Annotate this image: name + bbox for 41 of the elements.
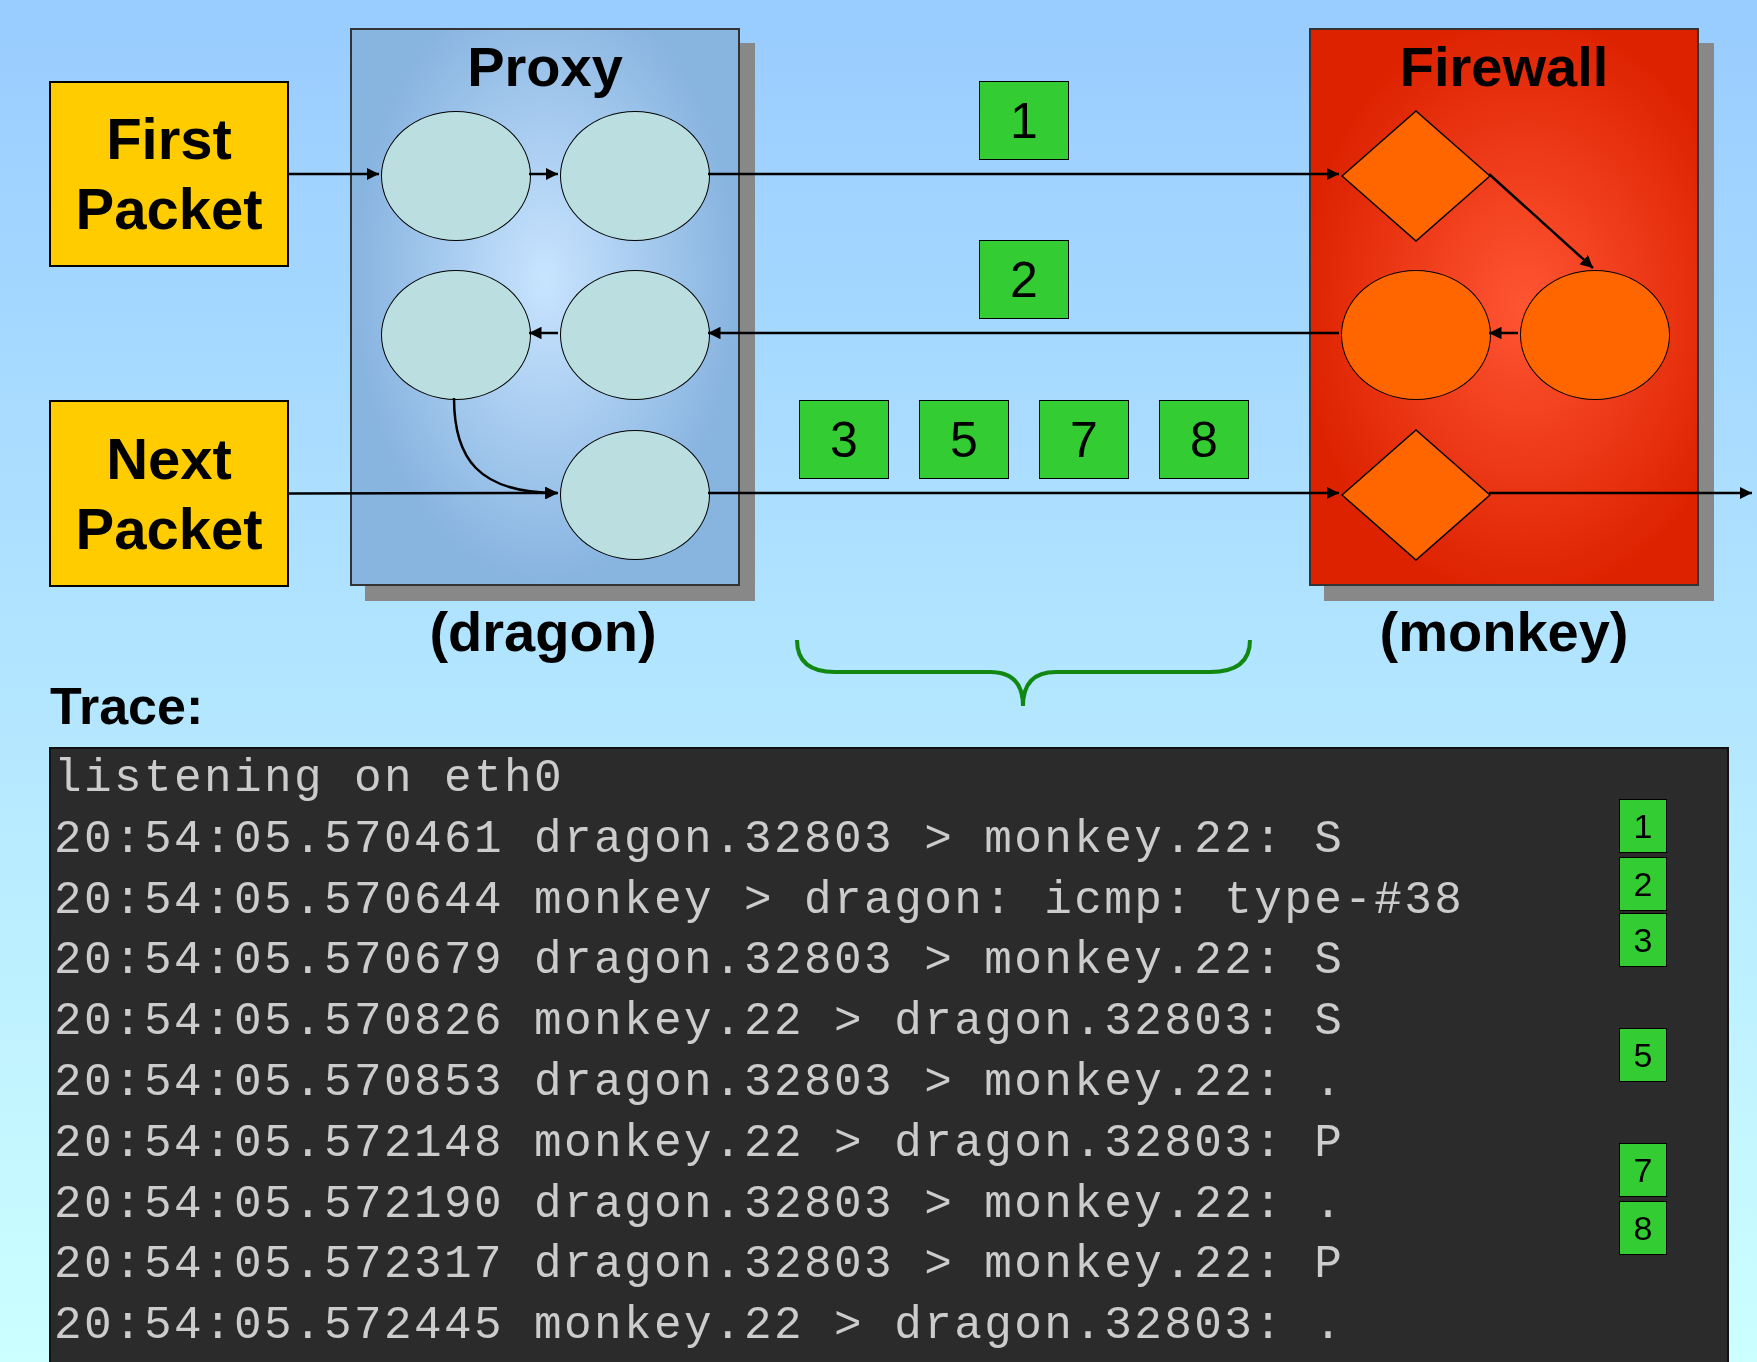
packet-number: 5 [919,400,1009,479]
trace-line: 20:54:05.570644 monkey > dragon: icmp: type-#38 [54,873,1465,929]
arrow [1489,326,1518,340]
panel-title: Firewall [1398,34,1610,99]
trace-line: listening on eth0 [54,752,565,807]
trace-line: 20:54:05.570826 monkey.22 > dragon.32803: S [54,995,1345,1051]
arrow [289,167,379,181]
host-label: (dragon) [429,598,657,664]
arrow [708,326,1339,340]
packet-number: 7 [1039,400,1129,479]
decision-diamond [1341,429,1491,561]
arrow [1488,173,1594,269]
arrow [529,326,558,340]
packet-number: 2 [979,240,1069,319]
trace-line: 20:54:05.570853 dragon.32803 > monkey.22: . [54,1056,1345,1111]
trace-line: 20:54:05.570461 dragon.32803 > monkey.22: S [54,812,1345,868]
arrow [529,167,558,181]
packet-marker: 2 [1619,857,1667,911]
packet-box: Next Packet [49,400,289,587]
packet-box: First Packet [49,81,289,267]
packet-marker: 5 [1619,1028,1667,1082]
trace-line: 20:54:05.572148 monkey.22 > dragon.32803: P [54,1116,1345,1172]
arrow [289,486,558,500]
arrow [708,167,1339,181]
packet-number: 1 [979,81,1069,160]
arrow [708,486,1339,500]
arrow [1489,486,1752,500]
packet-marker: 1 [1619,799,1667,853]
panel-title: Proxy [466,34,624,99]
section-heading: Trace: [50,676,204,736]
packet-marker: 3 [1619,913,1667,967]
packet-number: 3 [799,400,889,479]
trace-line: 20:54:05.572445 monkey.22 > dragon.32803: . [54,1299,1345,1355]
trace-line: 20:54:05.572190 dragon.32803 > monkey.22: . [54,1177,1345,1233]
trace-line: 20:54:05.572317 dragon.32803 > monkey.22: P [54,1238,1345,1294]
decision-diamond [1341,110,1491,242]
trace-line: 20:54:05.570679 dragon.32803 > monkey.22: S [54,934,1345,990]
packet-number: 8 [1159,400,1249,479]
packet-marker: 7 [1619,1143,1667,1197]
host-label: (monkey) [1379,598,1629,664]
packet-marker: 8 [1619,1201,1667,1255]
